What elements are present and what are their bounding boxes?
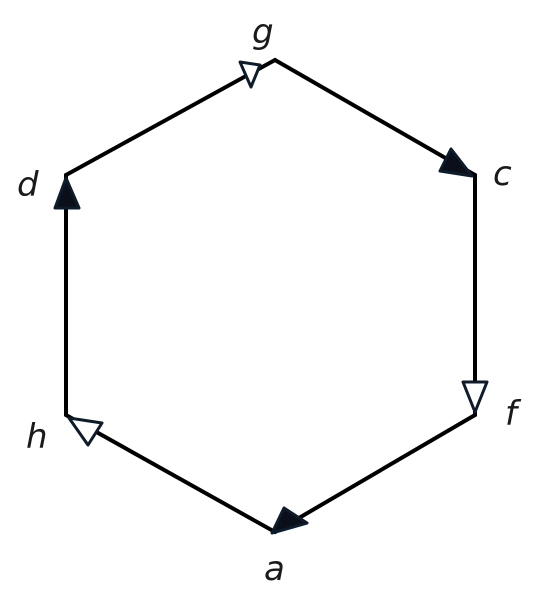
- arrowhead-f-a: [270, 506, 309, 535]
- edge-g-c: [273, 58, 477, 177]
- arrowhead-h-d: [53, 176, 81, 210]
- edge-d-g: [64, 58, 277, 177]
- vertex-label-c: c: [493, 154, 512, 194]
- arrowhead-a-h: [67, 416, 104, 447]
- vertex-label-d: d: [17, 165, 39, 205]
- vertex-label-a: a: [264, 549, 285, 589]
- edge-a-h: [64, 413, 277, 534]
- vertex-label-g: g: [252, 12, 274, 52]
- arrowhead-d-g: [238, 60, 262, 89]
- arrowhead-g-c: [438, 147, 474, 178]
- edge-f-a: [273, 413, 477, 534]
- vertex-label-f: f: [505, 394, 522, 434]
- arrowhead-c-f: [461, 380, 489, 414]
- vertex-label-h: h: [26, 417, 48, 457]
